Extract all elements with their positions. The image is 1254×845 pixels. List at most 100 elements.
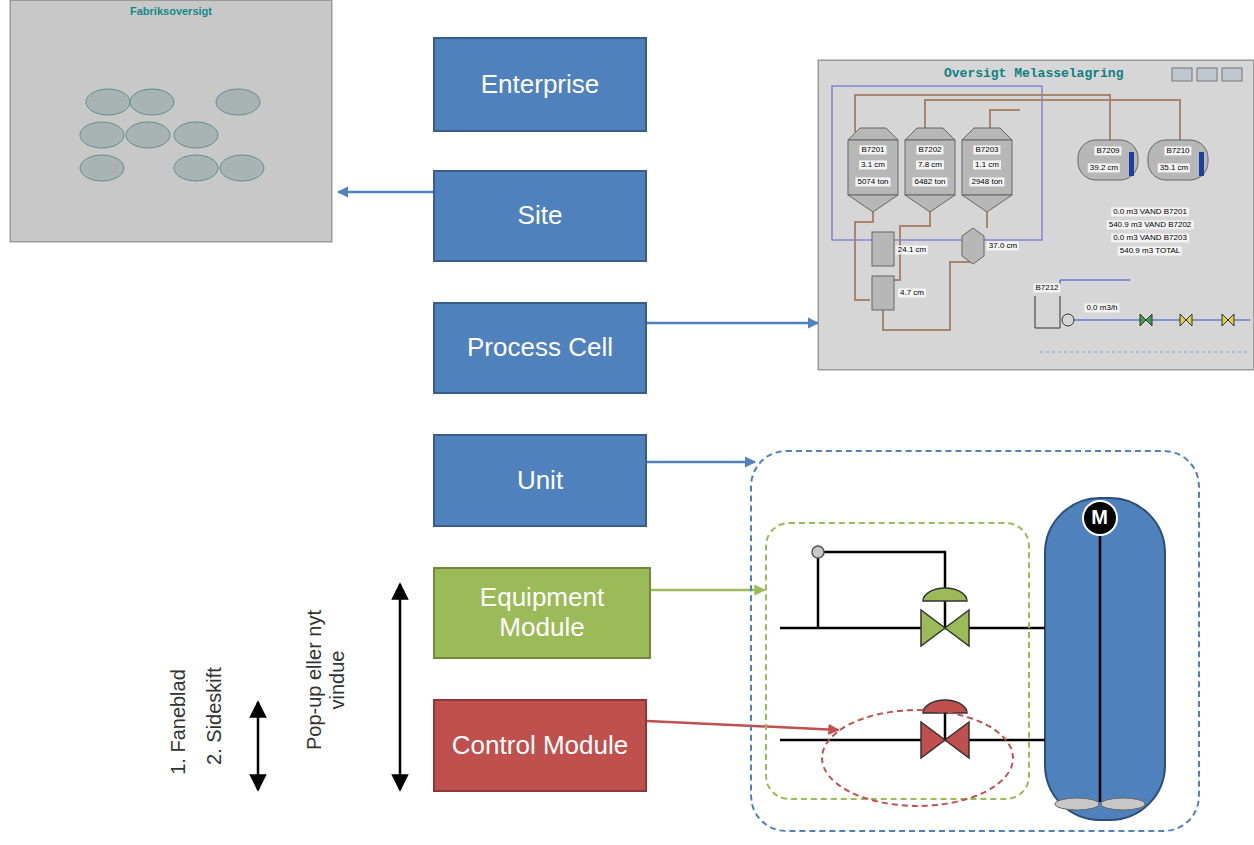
process-cell-screenshot	[894, 212, 930, 280]
process-cell-screenshot	[1199, 152, 1204, 176]
site-screenshot	[80, 122, 124, 148]
equipment-module-region	[765, 522, 1030, 800]
screen-value: 5074 ton	[855, 177, 890, 186]
navigation-note: 1. Faneblad	[167, 669, 190, 775]
node-text: Site	[518, 201, 563, 231]
process-cell-screenshot	[1035, 296, 1060, 328]
screen-value: 0.0 m3 VAND B7203	[1111, 233, 1189, 242]
process-cell-screenshot	[905, 128, 955, 140]
site-screenshot	[80, 89, 264, 181]
screen-value: 2948 ton	[969, 177, 1004, 186]
unit-illustration	[780, 498, 1165, 820]
node-text: M	[1091, 506, 1108, 529]
navigation-note: 2. Sideskift	[203, 667, 226, 765]
process-cell-screenshot	[1140, 314, 1152, 326]
process-cell-screenshot	[925, 100, 1180, 140]
double-arrow	[257, 702, 260, 790]
motor-symbol: M	[1082, 500, 1118, 536]
node-text: Fabriksoversigt	[130, 5, 212, 18]
screen-value: 7.8 cm	[916, 160, 944, 169]
screen-value: 35.1 cm	[1158, 163, 1190, 172]
screen-value: 24.1 cm	[896, 245, 928, 254]
arrow-connector	[647, 461, 755, 464]
process-cell-screenshot	[1040, 352, 1250, 353]
process-cell-screenshot	[905, 140, 955, 195]
node-text: Process Cell	[467, 333, 613, 363]
unit-illustration	[780, 739, 1045, 742]
unit-illustration	[824, 552, 945, 590]
unit-illustration	[1099, 530, 1102, 802]
double-arrow	[399, 584, 402, 790]
unit-illustration	[812, 546, 824, 558]
process-cell-screenshot	[1060, 280, 1130, 285]
process-cell-screenshot	[962, 228, 984, 264]
site-screenshot	[216, 89, 260, 115]
site-screenshot	[174, 155, 218, 181]
process-cell-screenshot	[1062, 314, 1074, 326]
process-cell-screenshot	[872, 232, 894, 266]
screen-value: B7212	[1033, 283, 1060, 292]
process-cell-screenshot	[818, 60, 1254, 370]
node-text: Equipment Module	[441, 583, 643, 643]
process-cell-screenshot	[1078, 140, 1138, 180]
hierarchy-box: Control Module	[433, 699, 647, 792]
process-cell-screenshot	[855, 95, 1110, 140]
process-cell-screenshot	[962, 128, 1012, 140]
unit-region: M	[750, 450, 1200, 832]
process-cell-screenshot	[1180, 314, 1192, 326]
site-screenshot	[174, 122, 218, 148]
screen-value: B7201	[859, 145, 886, 154]
hierarchy-box: Site	[433, 170, 647, 262]
node-text: Enterprise	[481, 70, 600, 100]
unit-illustration	[944, 712, 947, 740]
node-text: Unit	[517, 466, 563, 496]
unit-illustration	[817, 558, 820, 628]
hierarchy-box: Unit	[433, 434, 647, 527]
screen-value: 540.9 m3 TOTAL	[1118, 246, 1182, 255]
process-cell-screenshot	[1148, 140, 1208, 180]
site-screenshot	[80, 155, 124, 181]
screen-value: B7202	[916, 145, 943, 154]
process-cell-screenshot	[872, 276, 894, 310]
arrow-connector	[647, 721, 838, 730]
site-screenshot	[10, 0, 332, 242]
hierarchy-box: Equipment Module	[433, 567, 651, 659]
screen-value: 0.0 m3 VAND B7201	[1111, 207, 1189, 216]
process-cell-screenshot	[1140, 314, 1234, 326]
unit-illustration	[1045, 498, 1165, 820]
process-cell-screenshot	[962, 140, 1012, 195]
process-cell-screenshot	[1035, 280, 1250, 352]
process-cell-screenshot	[848, 195, 898, 212]
hierarchy-box: Process Cell	[433, 302, 647, 394]
process-cell-screenshot	[883, 262, 973, 330]
screen-value: B7210	[1164, 146, 1191, 155]
screen-value: 6482 ton	[912, 177, 947, 186]
process-cell-screenshot	[1197, 68, 1217, 81]
process-cell-screenshot	[1222, 314, 1234, 326]
site-screenshot	[220, 155, 264, 181]
screen-value: 1.1 cm	[973, 160, 1001, 169]
site-screenshot	[86, 89, 130, 115]
screen-value: B7203	[973, 145, 1000, 154]
process-cell-screenshot	[905, 195, 955, 212]
unit-illustration	[921, 610, 969, 646]
unit-illustration	[921, 722, 969, 758]
node-text: Oversigt Melasselagring	[944, 67, 1123, 82]
screen-value: 0.0 m3/h	[1084, 303, 1119, 312]
arrow-connector	[338, 191, 433, 194]
process-cell-screenshot	[1222, 68, 1242, 81]
unit-illustration	[1055, 798, 1099, 810]
process-cell-screenshot	[1172, 68, 1192, 81]
arrow-connector	[647, 322, 818, 325]
process-cell-screenshot	[848, 128, 1208, 310]
hierarchy-box: Enterprise	[433, 37, 647, 132]
unit-illustration	[944, 600, 947, 628]
double-arrow	[258, 584, 400, 790]
process-cell-screenshot	[848, 128, 898, 140]
unit-illustration	[923, 700, 967, 713]
screen-value: 4.7 cm	[898, 288, 926, 297]
unit-illustration	[780, 627, 1045, 630]
unit-illustration	[1101, 798, 1145, 810]
process-cell-screenshot	[832, 86, 1042, 240]
